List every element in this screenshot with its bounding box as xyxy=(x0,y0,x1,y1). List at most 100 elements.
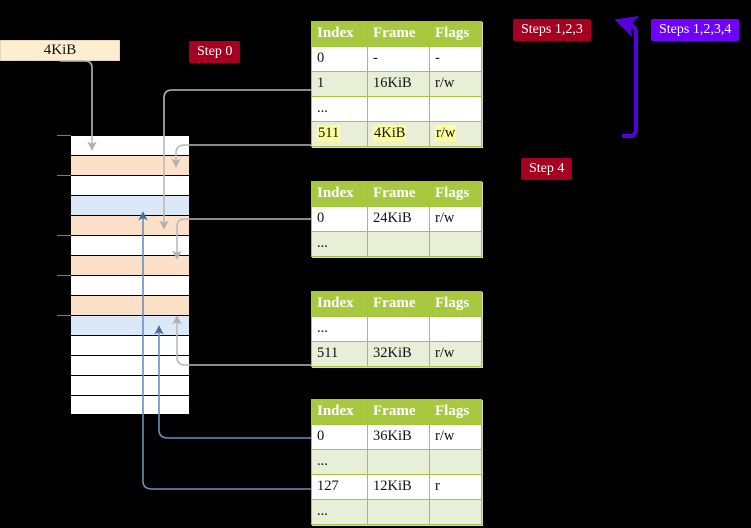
table-row: ... xyxy=(311,96,482,122)
memory-row-tick xyxy=(57,275,71,276)
cell-frame: 12KiB xyxy=(367,474,430,500)
memory-frame-row xyxy=(70,295,190,315)
cell-frame: 16KiB xyxy=(367,71,430,97)
memory-frame-row xyxy=(70,255,190,275)
badge-step-4-label: Step 4 xyxy=(529,161,565,176)
table-header-row: Index Frame Flags xyxy=(311,291,482,317)
wire-pdp-row0-to-memory xyxy=(172,218,311,260)
badge-steps-1-2-3-4-label: Steps 1,2,3,4 xyxy=(659,22,732,37)
frame-box-4kib: 4KiB xyxy=(0,40,120,61)
physical-memory-column xyxy=(57,135,190,415)
badge-step-4: Step 4 xyxy=(521,158,573,180)
table-header-row: Index Frame Flags xyxy=(311,399,482,425)
col-index: Index xyxy=(311,181,368,207)
cell-flags: r/w xyxy=(429,121,482,147)
cell-index: 0 xyxy=(311,46,368,72)
cell-index: 0 xyxy=(311,206,368,232)
cell-flags xyxy=(429,499,482,525)
col-flags: Flags xyxy=(429,291,482,317)
cell-flags xyxy=(429,449,482,475)
cell-flags: r/w xyxy=(429,206,482,232)
memory-frame-row xyxy=(70,275,190,295)
cell-frame: 24KiB xyxy=(367,206,430,232)
col-flags: Flags xyxy=(429,21,482,47)
cell-index: 511 xyxy=(311,341,368,367)
table-header-row: Index Frame Flags xyxy=(311,181,482,207)
col-index: Index xyxy=(311,21,368,47)
frame-box-label: 4KiB xyxy=(43,42,77,58)
col-frame: Frame xyxy=(367,21,430,47)
memory-frame-row xyxy=(70,195,190,215)
table-row: 0-- xyxy=(311,46,482,72)
badge-steps-1-2-3-label: Steps 1,2,3 xyxy=(521,22,583,37)
memory-frame-row xyxy=(70,315,190,335)
cell-frame: - xyxy=(367,46,430,72)
cell-flags: r/w xyxy=(429,424,482,450)
wire-pml4-row511-to-memory xyxy=(171,144,311,168)
highlighted-value: 4KiB xyxy=(373,125,407,141)
cell-index: 1 xyxy=(311,71,368,97)
cell-flags: r/w xyxy=(429,341,482,367)
cell-flags: - xyxy=(429,46,482,72)
col-index: Index xyxy=(311,291,368,317)
cell-frame xyxy=(367,231,430,257)
col-flags: Flags xyxy=(429,399,482,425)
cell-frame: 4KiB xyxy=(367,121,430,147)
table-row: 511 4KiB r/w xyxy=(311,121,482,147)
cell-flags xyxy=(429,231,482,257)
memory-frame-row xyxy=(70,135,190,155)
cell-frame xyxy=(367,316,430,342)
col-index: Index xyxy=(311,399,368,425)
badge-step-0: Step 0 xyxy=(189,41,241,63)
col-frame: Frame xyxy=(367,399,430,425)
cell-flags xyxy=(429,96,482,122)
memory-frame-row xyxy=(70,175,190,195)
memory-frame-row xyxy=(70,395,190,415)
wire-pd-row511-to-memory xyxy=(172,315,311,366)
memory-row-tick xyxy=(57,315,71,316)
cell-frame: 36KiB xyxy=(367,424,430,450)
cell-index: ... xyxy=(311,449,368,475)
col-flags: Flags xyxy=(429,181,482,207)
cell-frame xyxy=(367,96,430,122)
col-frame: Frame xyxy=(367,291,430,317)
memory-frame-row xyxy=(70,335,190,355)
cell-frame xyxy=(367,449,430,475)
highlighted-value: r/w xyxy=(435,125,457,141)
cell-index: ... xyxy=(311,499,368,525)
memory-row-tick xyxy=(57,175,71,176)
cell-index: ... xyxy=(311,231,368,257)
cell-index: 511 xyxy=(311,121,368,147)
cell-index: ... xyxy=(311,96,368,122)
memory-row-tick xyxy=(57,135,71,136)
col-frame: Frame xyxy=(367,181,430,207)
cell-flags xyxy=(429,316,482,342)
cell-flags: r xyxy=(429,474,482,500)
table-row: ... xyxy=(311,499,482,525)
wire-4kib-to-memory xyxy=(60,60,97,151)
table-row: ... xyxy=(311,231,482,257)
table-header-row: Index Frame Flags xyxy=(311,21,482,47)
table-row: ... xyxy=(311,316,482,342)
memory-frame-row xyxy=(70,355,190,375)
badge-step-0-label: Step 0 xyxy=(197,44,233,59)
badge-steps-1-2-3: Steps 1,2,3 xyxy=(513,19,591,41)
cell-frame xyxy=(367,499,430,525)
memory-frame-row xyxy=(70,375,190,395)
cell-index: 127 xyxy=(311,474,368,500)
memory-row-tick xyxy=(57,235,71,236)
badge-steps-1-2-3-4: Steps 1,2,3,4 xyxy=(651,19,740,41)
